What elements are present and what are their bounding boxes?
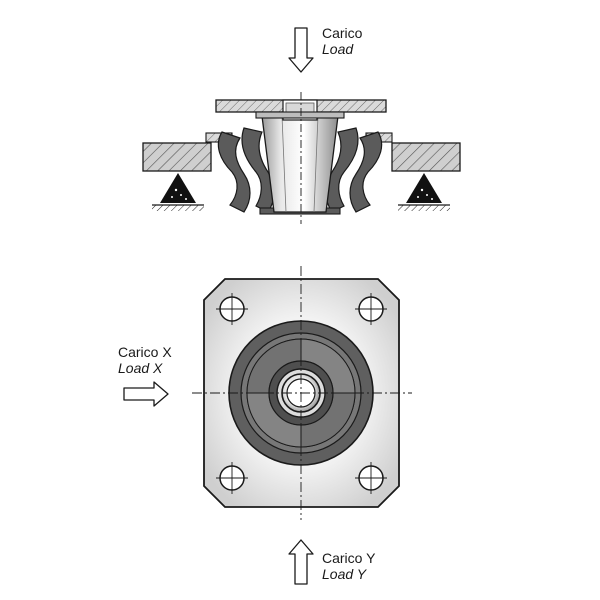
label-top-carico: Carico <box>322 25 363 41</box>
mounting-hole-bottom-right-icon <box>355 462 387 494</box>
mounting-hole-bottom-left-icon <box>216 462 248 494</box>
left-support-triangle-icon <box>152 173 204 211</box>
label-y-load: Load Y <box>322 566 368 582</box>
section-view <box>142 92 461 224</box>
plan-view <box>192 266 412 520</box>
mounting-hole-top-left-icon <box>216 293 248 325</box>
load-arrow-right-icon <box>123 381 169 407</box>
label-top-load: Load <box>322 41 354 57</box>
left-support-beam <box>142 142 212 172</box>
right-support-triangle-icon <box>398 173 450 211</box>
label-y-carico: Carico Y <box>322 550 376 566</box>
mounting-hole-top-right-icon <box>355 293 387 325</box>
label-x-carico: Carico X <box>118 344 172 360</box>
right-support-beam <box>391 142 461 172</box>
label-x-load: Load X <box>118 360 163 376</box>
load-arrow-up-icon <box>288 539 314 585</box>
load-arrow-down-icon <box>288 27 314 73</box>
